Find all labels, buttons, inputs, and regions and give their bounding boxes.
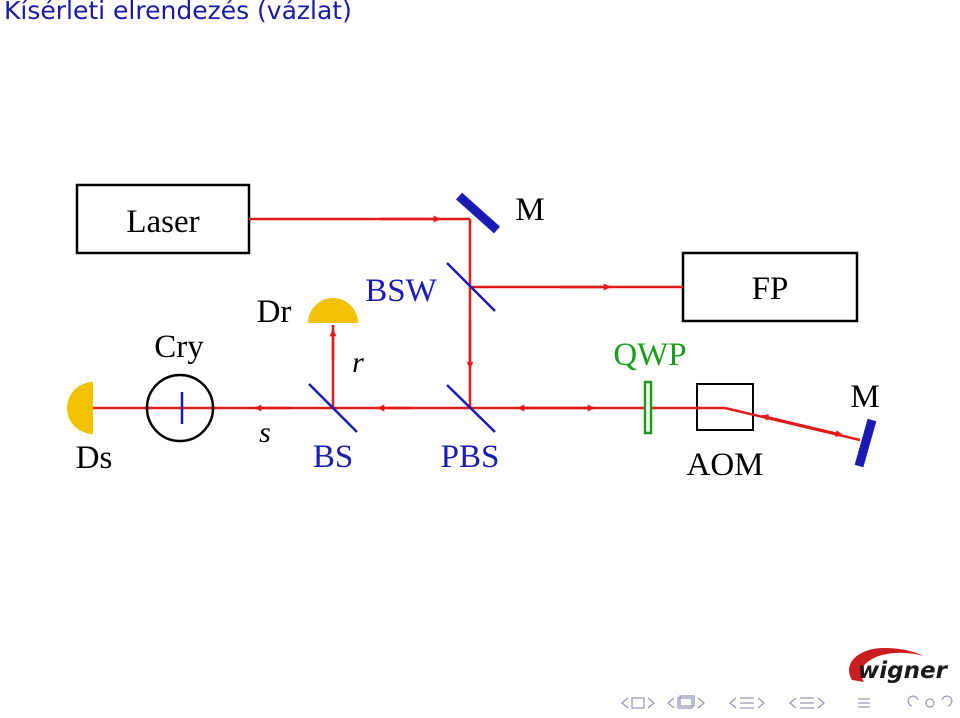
right-mirror — [854, 418, 877, 468]
nav-subsection-group[interactable] — [666, 695, 706, 709]
nav-frame-icon — [631, 697, 645, 709]
dr-detector — [308, 298, 358, 323]
nav-left-arrow-icon — [788, 697, 797, 709]
pbs-label: PBS — [441, 439, 500, 475]
nav-left-arrow-icon — [666, 697, 675, 709]
logo-swoosh — [848, 648, 924, 682]
nav-right-arrow-icon — [697, 697, 706, 709]
nav-undo-icon[interactable] — [907, 695, 919, 707]
nav-section-group[interactable] — [728, 697, 766, 709]
nav-right-arrow-icon — [647, 697, 656, 709]
navigation-bar — [620, 695, 953, 709]
bsw-label: BSW — [365, 273, 437, 309]
laser-beams — [93, 215, 861, 442]
fp-label: FP — [752, 271, 789, 307]
laser-label: Laser — [126, 204, 199, 240]
right-mirror-label: M — [850, 379, 879, 415]
nav-right-arrow-icon — [757, 697, 766, 709]
nav-section-icon — [740, 697, 754, 709]
s-label: s — [259, 416, 271, 449]
slide-title: Kísérleti elrendezés (vázlat) — [4, 0, 352, 25]
dr-label: Dr — [257, 294, 292, 330]
qwp-label: QWP — [613, 337, 686, 373]
nav-subsection-icon — [677, 697, 693, 709]
nav-align-icon[interactable] — [858, 698, 870, 708]
nav-left-arrow-icon — [728, 697, 737, 709]
top-mirror-label: M — [515, 192, 544, 228]
nav-frame-group[interactable] — [620, 697, 656, 709]
wigner-logo: wigner — [848, 648, 949, 684]
nav-subsection2-group[interactable] — [788, 697, 826, 709]
crystal — [145, 373, 215, 443]
r-label: r — [352, 346, 364, 379]
nav-redo-icon[interactable] — [941, 695, 953, 707]
nav-search-icon[interactable] — [925, 698, 935, 708]
nav-right-arrow-icon — [817, 697, 826, 709]
bs-label: BS — [313, 439, 353, 475]
bsw-splitter — [446, 262, 496, 312]
pbs-splitter — [446, 384, 496, 433]
logo-wordmark: wigner — [858, 658, 949, 684]
qwp-plate — [643, 380, 653, 435]
cry-label: Cry — [154, 329, 204, 365]
ds-detector — [67, 382, 93, 434]
ds-label: Ds — [76, 440, 113, 476]
nav-left-arrow-icon — [620, 697, 629, 709]
arrow-bidirectional-diagonal — [761, 414, 843, 437]
bs-splitter — [308, 383, 358, 433]
top-mirror — [455, 192, 501, 234]
nav-section-icon — [800, 697, 814, 709]
aom-label: AOM — [686, 447, 763, 483]
